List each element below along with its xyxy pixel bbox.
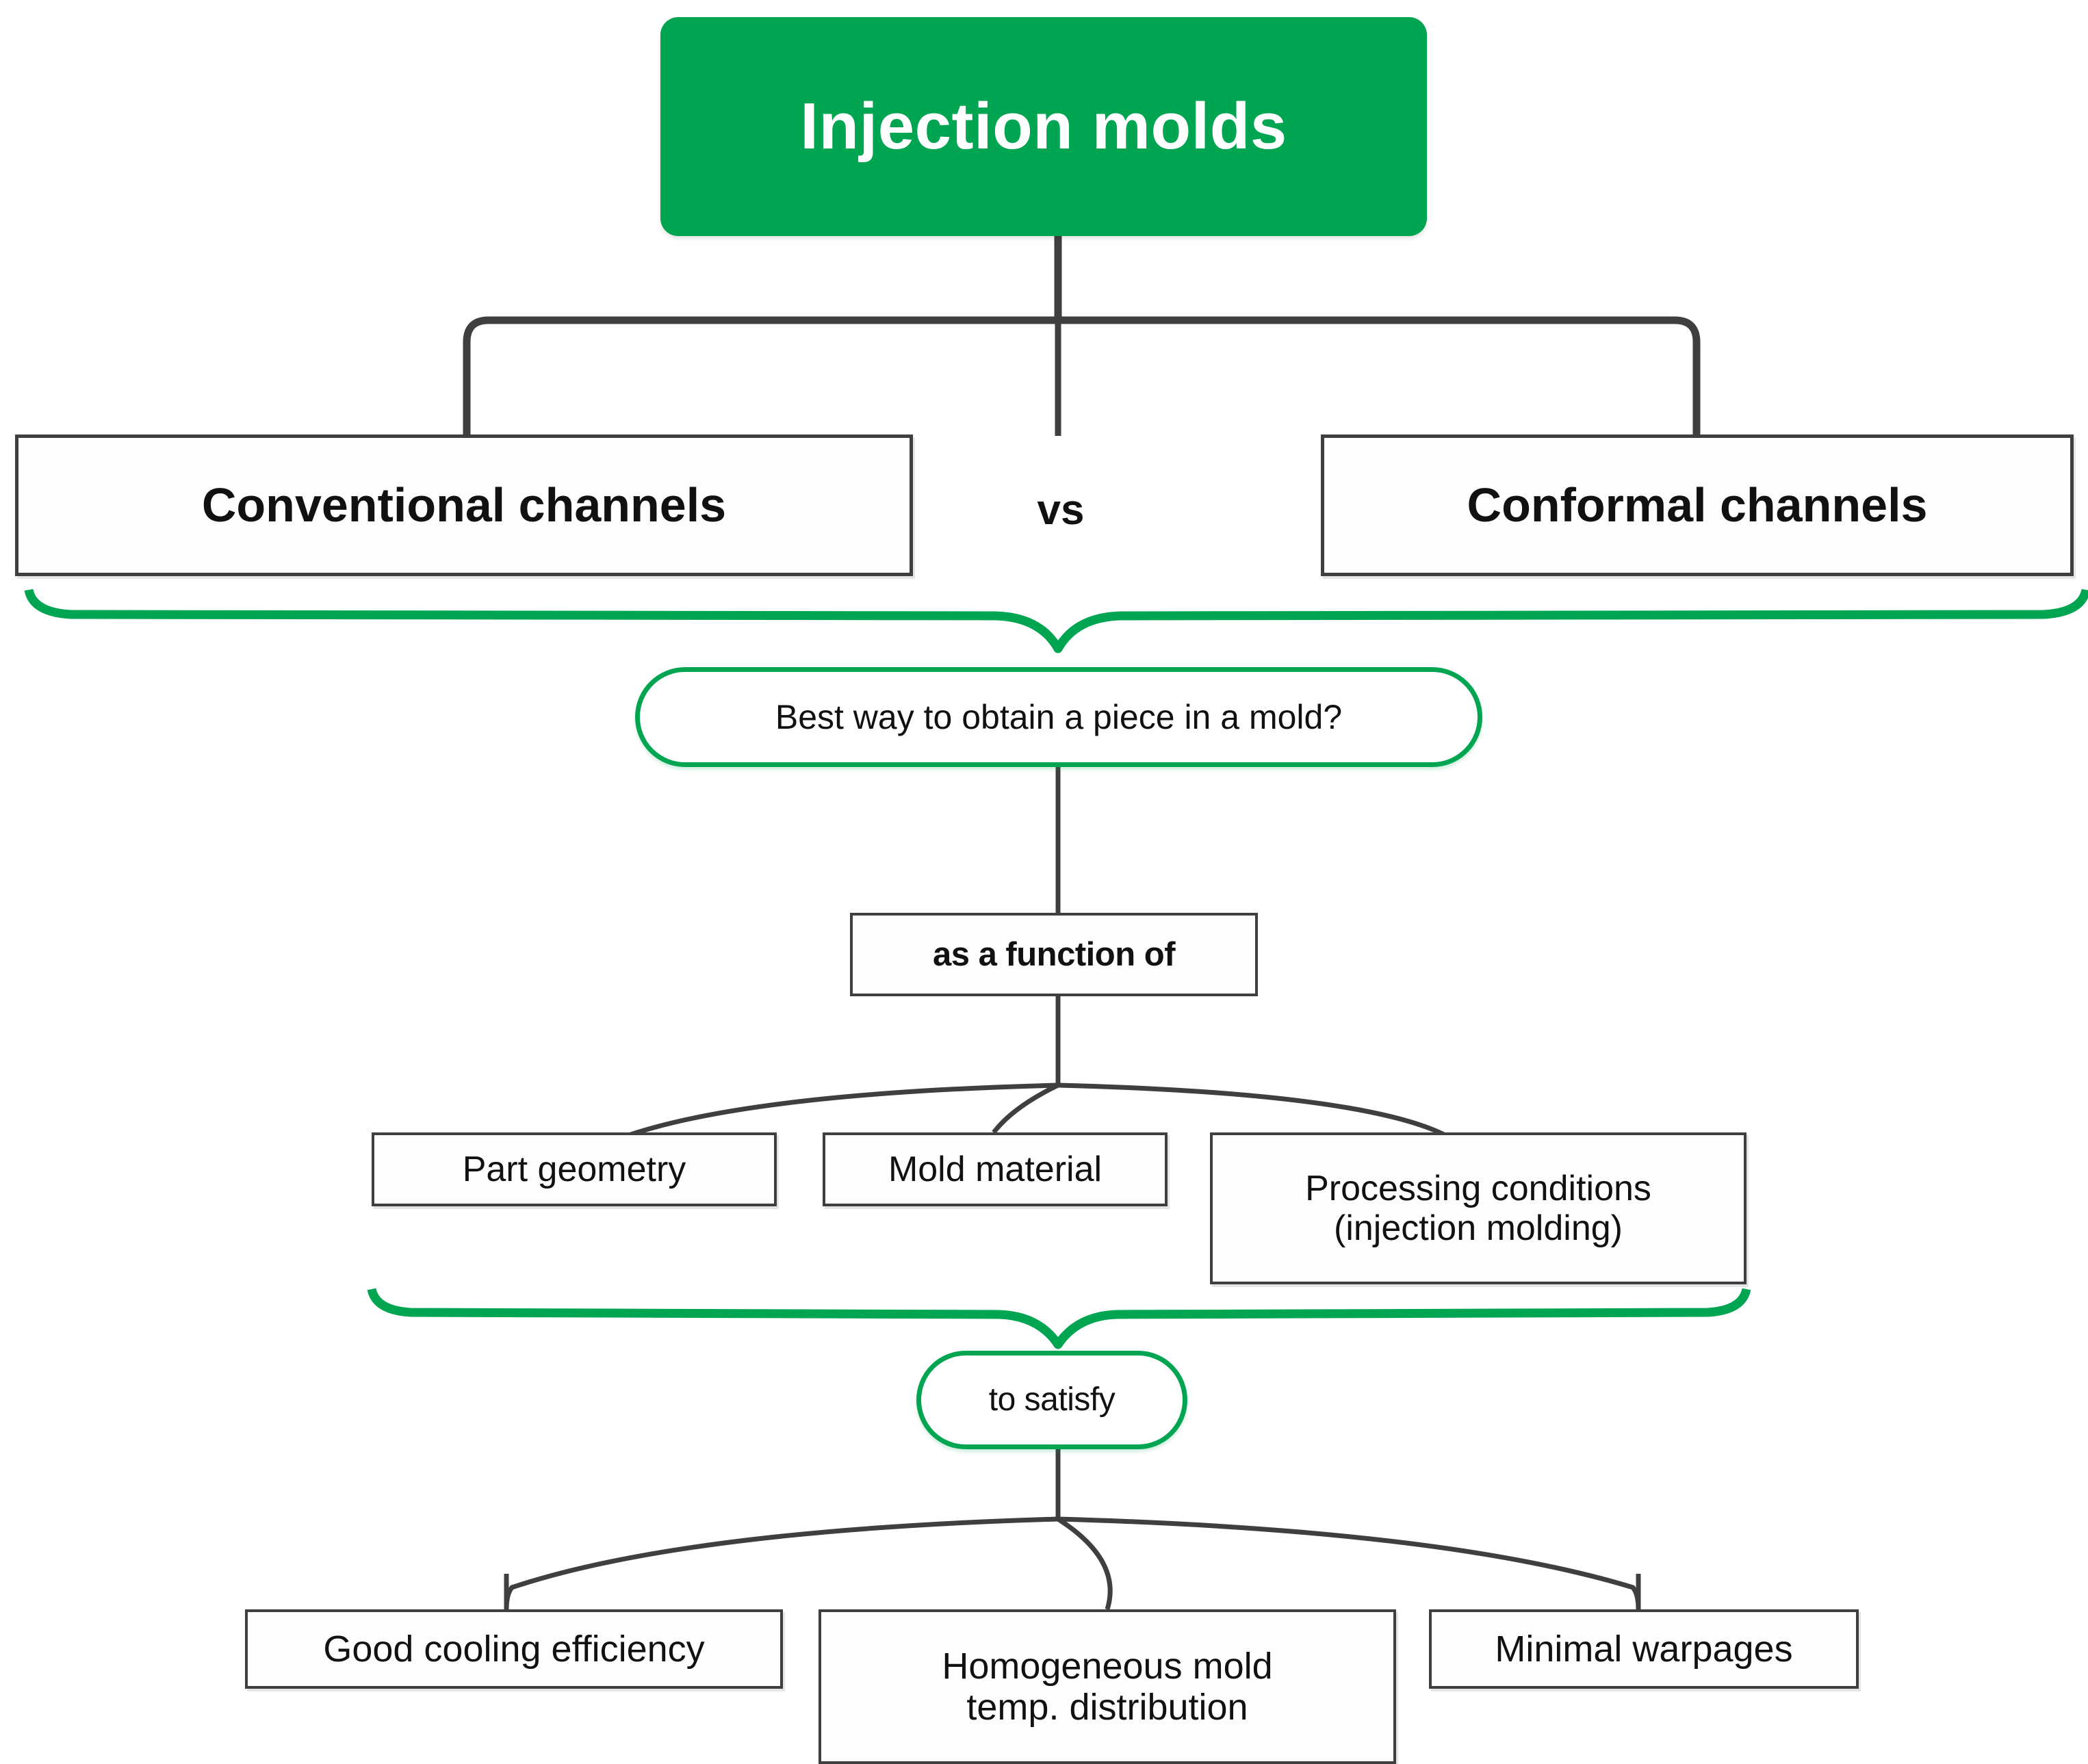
factor-processing-conditions-line1: Processing conditions: [1305, 1168, 1651, 1208]
question-label: Best way to obtain a piece in a mold?: [775, 698, 1343, 736]
factor-mold-material-label: Mold material: [888, 1149, 1103, 1189]
goal-homogeneous-mold-temp-line1: Homogeneous mold: [942, 1645, 1273, 1687]
goal-homogeneous-mold-temp[interactable]: Homogeneous mold temp. distribution: [819, 1609, 1396, 1764]
to-satisfy-node[interactable]: to satisfy: [916, 1351, 1187, 1449]
factor-processing-conditions[interactable]: Processing conditions (injection molding…: [1210, 1132, 1747, 1284]
vs-label: vs: [992, 479, 1129, 541]
factor-mold-material[interactable]: Mold material: [823, 1132, 1168, 1206]
brace-factors: [367, 1288, 1751, 1349]
factor-part-geometry[interactable]: Part geometry: [372, 1132, 777, 1206]
conformal-channels-label: Conformal channels: [1467, 478, 1928, 532]
goal-good-cooling-efficiency-label: Good cooling efficiency: [323, 1628, 705, 1670]
conventional-channels-node[interactable]: Conventional channels: [15, 434, 913, 576]
brace-comparison: [24, 588, 2088, 653]
conventional-channels-label: Conventional channels: [201, 478, 727, 532]
goal-homogeneous-mold-temp-line2: temp. distribution: [966, 1687, 1248, 1728]
factor-processing-conditions-line2: (injection molding): [1334, 1208, 1623, 1248]
connector-fan-goals-mid: [1057, 1517, 1113, 1611]
connector-fan-goals-right: [1057, 1516, 1641, 1610]
as-a-function-of-node[interactable]: as a function of: [850, 913, 1258, 996]
connector-fan-factors-mid: [992, 1082, 1059, 1134]
root-node-label: Injection molds: [800, 90, 1287, 164]
to-satisfy-label: to satisfy: [988, 1382, 1116, 1418]
connector-fan-goals-left: [504, 1516, 1059, 1610]
goal-minimal-warpages-label: Minimal warpages: [1495, 1628, 1793, 1670]
root-node[interactable]: Injection molds: [660, 17, 1427, 236]
goal-minimal-warpages[interactable]: Minimal warpages: [1429, 1609, 1859, 1689]
as-a-function-of-label: as a function of: [932, 935, 1176, 973]
connector-level1-bus: [463, 316, 1701, 434]
conformal-channels-node[interactable]: Conformal channels: [1321, 434, 2074, 576]
question-node[interactable]: Best way to obtain a piece in a mold?: [635, 667, 1482, 767]
factor-part-geometry-label: Part geometry: [462, 1149, 686, 1189]
vs-text: vs: [1037, 486, 1085, 534]
goal-good-cooling-efficiency[interactable]: Good cooling efficiency: [245, 1609, 783, 1689]
